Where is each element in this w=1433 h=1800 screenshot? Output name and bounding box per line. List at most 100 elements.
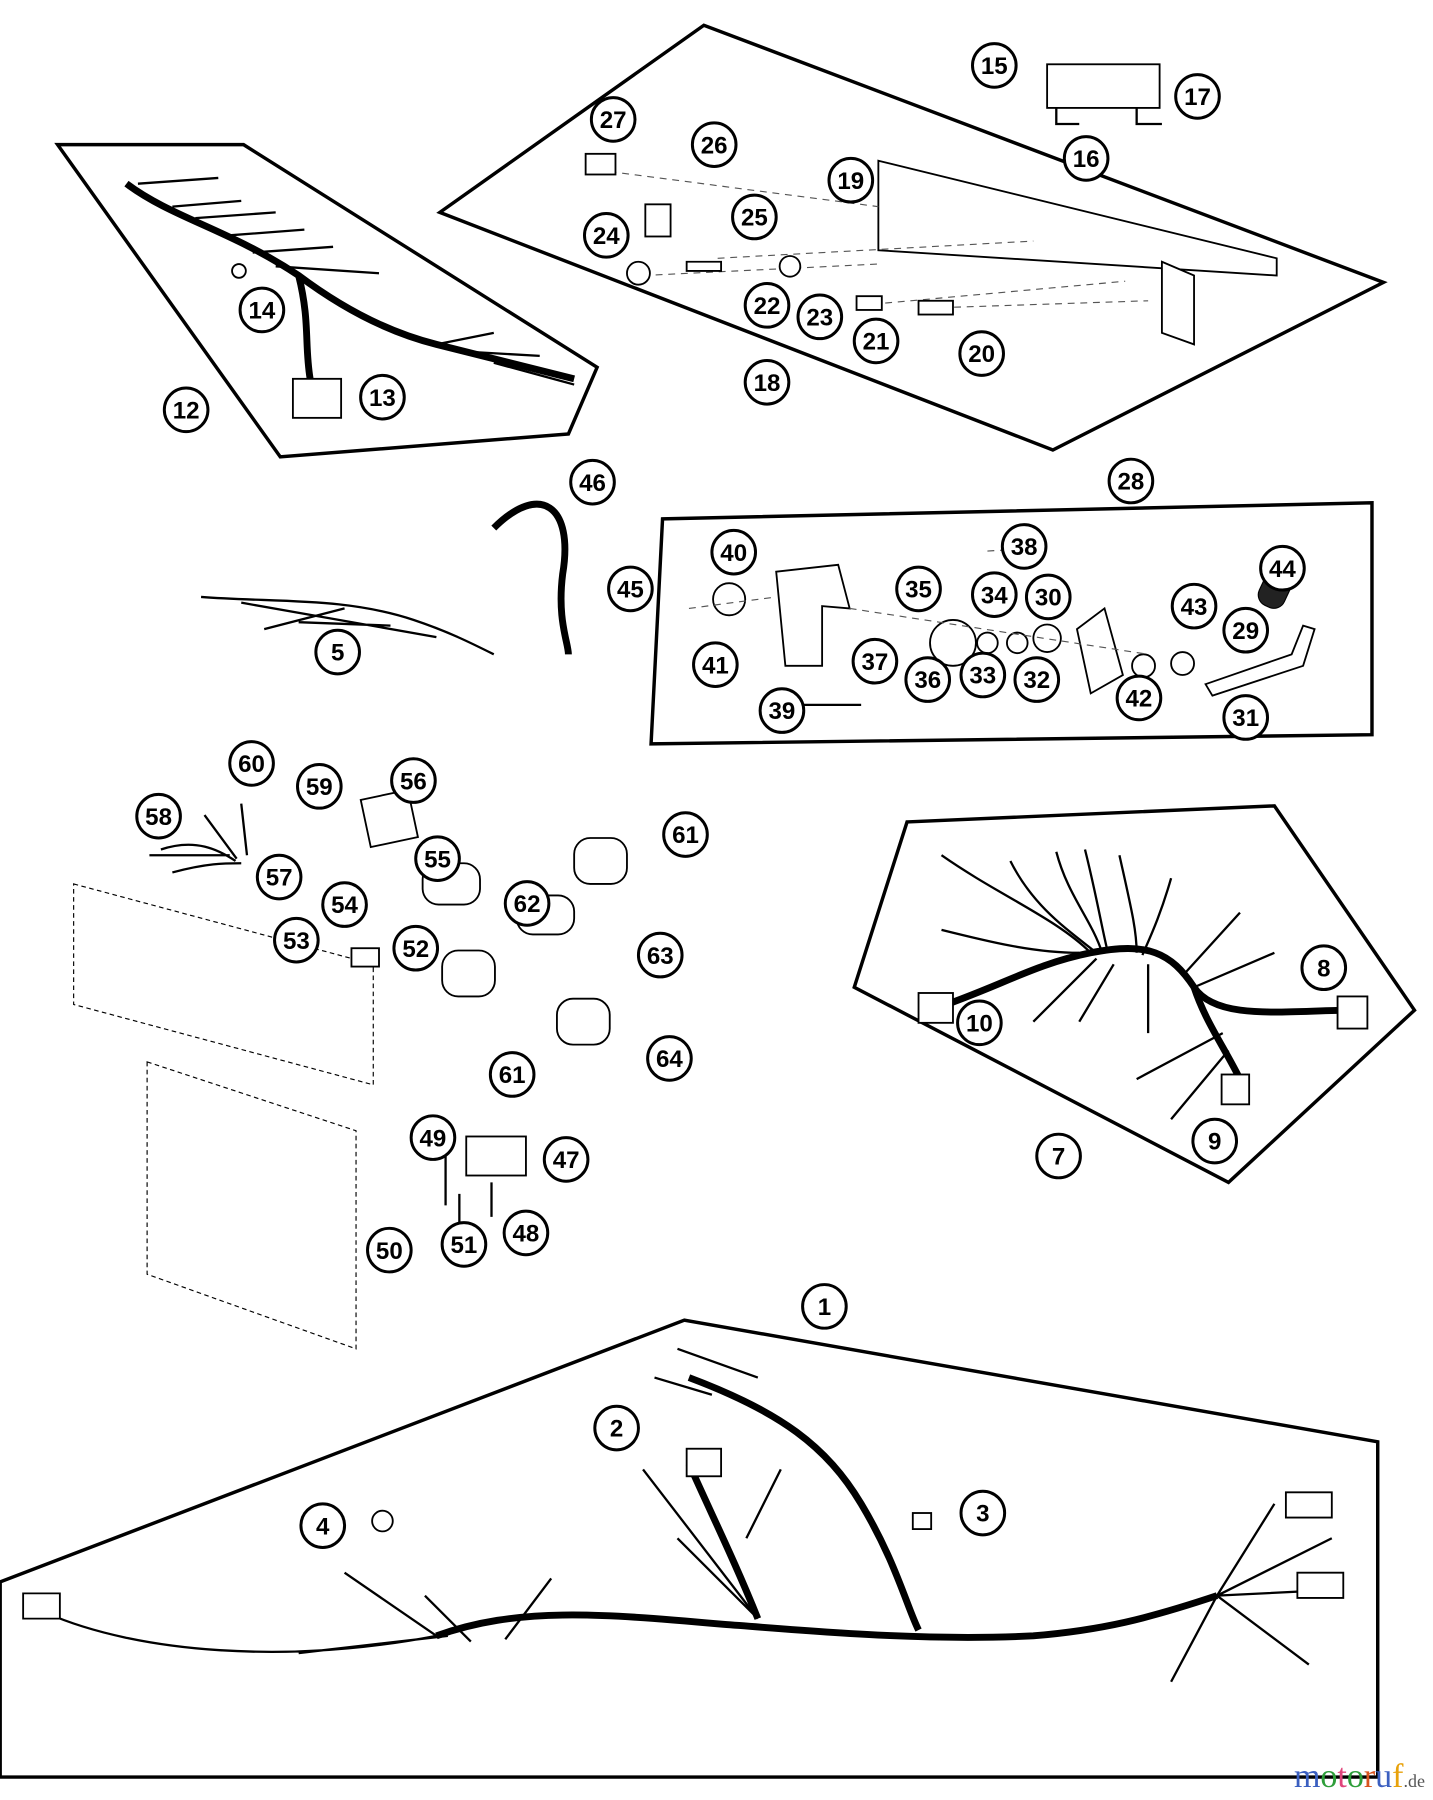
callout-circle [1115, 674, 1163, 722]
callout-label: 15 [981, 53, 1008, 80]
callout-circle [390, 757, 437, 804]
callout-label: 43 [1181, 594, 1208, 621]
callout-57: 57 [255, 853, 303, 901]
callout-12: 12 [162, 386, 210, 434]
callout-circle [392, 924, 440, 972]
callout-circle [904, 656, 952, 703]
callout-circle [662, 811, 709, 858]
callout-circle [690, 121, 738, 168]
callout-label: 8 [1317, 955, 1330, 982]
relay-plate-assembly [73, 788, 628, 1350]
callout-circle [542, 1136, 590, 1183]
callout-label: 47 [553, 1147, 580, 1174]
callout-circle [273, 916, 320, 964]
panel-harness-1 [0, 1318, 1380, 1779]
callout-label: 2 [610, 1416, 623, 1443]
callout-label: 52 [402, 936, 429, 963]
callout-10: 10 [956, 999, 1003, 1047]
callout-circle [503, 880, 551, 927]
callout-63: 63 [636, 931, 684, 979]
callout-label: 64 [656, 1046, 683, 1073]
callout-label: 28 [1118, 469, 1145, 496]
callout-33: 33 [959, 651, 1007, 699]
callout-52: 52 [392, 924, 440, 972]
callout-label: 30 [1035, 585, 1062, 612]
callout-label: 54 [331, 892, 358, 919]
callout-label: 48 [513, 1221, 540, 1248]
callout-24: 24 [582, 212, 630, 259]
callout-label: 44 [1269, 556, 1296, 583]
callout-28: 28 [1107, 457, 1155, 505]
callout-18: 18 [743, 358, 791, 406]
watermark-letter: o [1320, 1758, 1338, 1795]
callout-circle [238, 286, 286, 334]
callout-circle [255, 853, 303, 901]
callout-circle [827, 156, 875, 204]
callout-label: 18 [754, 370, 781, 397]
callout-circle [1300, 944, 1348, 992]
callout-circle [958, 330, 1005, 377]
callout-label: 46 [579, 470, 606, 497]
callout-56: 56 [390, 757, 437, 804]
panel-harness-7 [852, 804, 1417, 1185]
callout-label: 62 [514, 891, 541, 918]
callout-circle [1013, 656, 1061, 703]
callout-22: 22 [743, 282, 791, 329]
cable-46 [491, 500, 572, 655]
callout-label: 35 [905, 577, 932, 604]
callout-circle [366, 1226, 413, 1274]
callout-circle [607, 565, 654, 613]
callout-circle [409, 1114, 457, 1161]
callout-circle [851, 637, 899, 685]
callout-39: 39 [758, 687, 806, 734]
callout-20: 20 [958, 330, 1005, 377]
callout-30: 30 [1024, 573, 1072, 621]
callout-circle [1035, 1132, 1082, 1180]
callout-32: 32 [1013, 656, 1061, 703]
callout-25: 25 [731, 193, 778, 241]
panel-harness-12 [54, 142, 600, 459]
callout-circle [1000, 523, 1048, 570]
callout-circle [440, 1221, 488, 1268]
watermark-letter: r [1363, 1758, 1376, 1795]
callout-51: 51 [440, 1221, 488, 1268]
callout-label: 50 [376, 1238, 403, 1265]
callout-label: 10 [966, 1010, 993, 1037]
callout-circle [758, 687, 806, 734]
callout-label: 7 [1052, 1144, 1065, 1171]
callout-label: 37 [862, 649, 889, 676]
callout-label: 38 [1011, 534, 1038, 561]
callout-label: 39 [769, 698, 796, 725]
clip-14 [231, 263, 247, 279]
callout-circle [852, 317, 900, 365]
callout-circle [135, 792, 182, 840]
callout-58: 58 [135, 792, 182, 840]
callout-circle [971, 571, 1018, 618]
callout-49: 49 [409, 1114, 457, 1161]
callout-label: 17 [1184, 84, 1211, 111]
callout-label: 57 [266, 865, 293, 892]
callout-circle [321, 881, 368, 928]
callout-label: 21 [863, 329, 890, 356]
callout-41: 41 [692, 641, 739, 688]
callout-circle [692, 641, 739, 688]
callout-circle [1107, 457, 1155, 505]
callout-circle [1170, 582, 1218, 630]
callout-circle [1024, 573, 1072, 621]
callout-label: 63 [647, 943, 674, 970]
callout-label: 1 [818, 1294, 831, 1321]
callout-circle [593, 1404, 640, 1452]
callout-label: 58 [145, 804, 172, 831]
callout-53: 53 [273, 916, 320, 964]
callout-9: 9 [1191, 1117, 1239, 1165]
callout-circle [956, 999, 1003, 1047]
callout-circle [971, 42, 1018, 89]
watermark-letter: t [1337, 1758, 1347, 1795]
callout-label: 53 [283, 928, 310, 955]
callout-label: 55 [424, 846, 451, 873]
callout-62: 62 [503, 880, 551, 927]
callout-label: 49 [420, 1125, 447, 1152]
callout-circle [895, 565, 942, 613]
